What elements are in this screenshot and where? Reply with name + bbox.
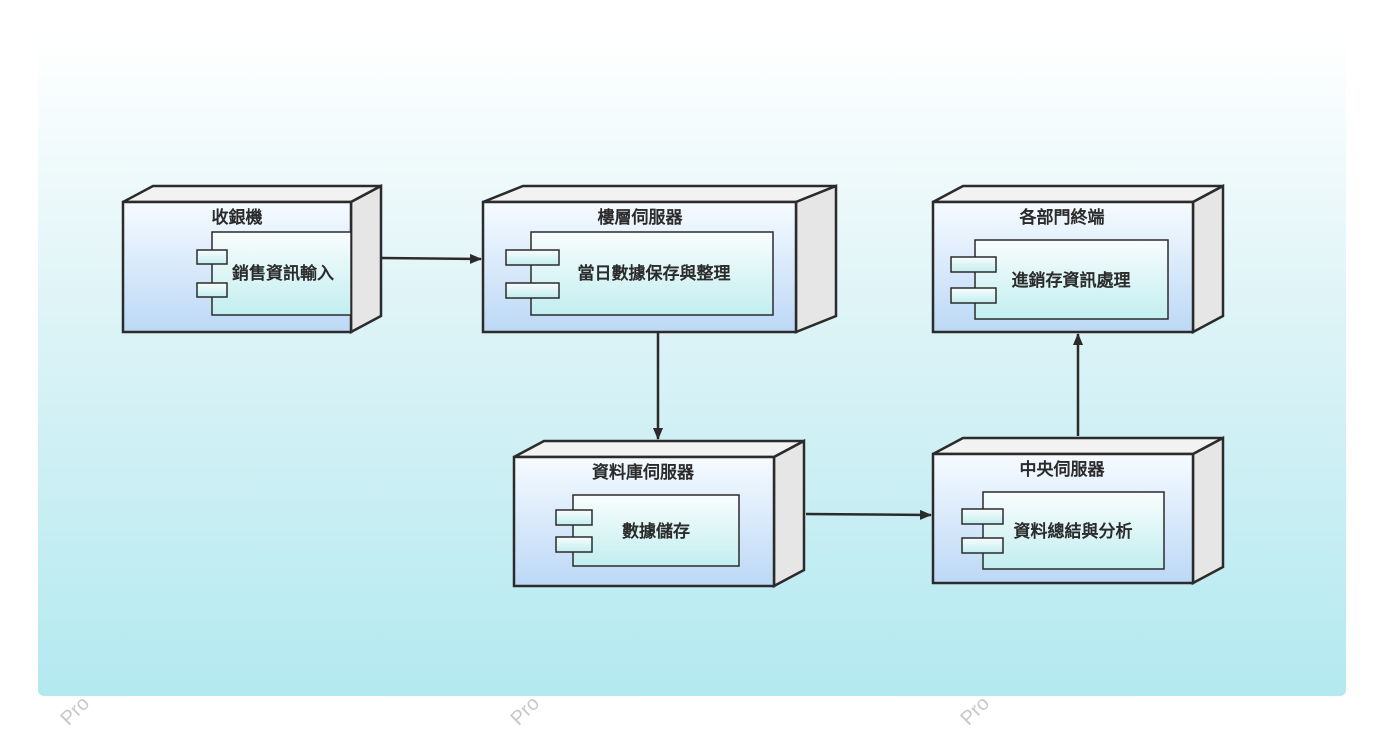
component-daily-data-storage[interactable]: 當日數據保存與整理 (505, 231, 774, 316)
component-box (572, 494, 740, 567)
node-top-face (482, 184, 837, 204)
component-sales-input[interactable]: 銷售資訊輸入 (196, 231, 352, 316)
node-floor-server[interactable]: 樓層伺服器 當日數據保存與整理 (481, 184, 838, 334)
node-top-face (932, 436, 1224, 456)
node-title: 樓層伺服器 (598, 207, 684, 228)
node-side-face (1191, 183, 1225, 335)
node-side-face (794, 184, 838, 334)
component-port-icon (505, 249, 560, 266)
component-port-icon (196, 282, 228, 298)
node-database-server[interactable]: 資料庫伺服器 數據儲存 (512, 438, 806, 589)
component-label: 當日數據保存與整理 (578, 263, 731, 284)
node-top-face (932, 184, 1224, 204)
component-box (974, 239, 1169, 320)
component-port-icon (961, 508, 1004, 525)
component-port-icon (950, 256, 997, 273)
component-port-icon (950, 287, 997, 304)
node-title: 收銀機 (212, 207, 263, 228)
component-port-icon (196, 249, 228, 265)
node-title: 資料庫伺服器 (592, 462, 695, 483)
connections (381, 253, 1083, 520)
component-data-analysis[interactable]: 資料總結與分析 (961, 491, 1165, 570)
node-title: 各部門終端 (1019, 207, 1105, 228)
component-label: 資料總結與分析 (1014, 521, 1133, 542)
component-port-icon (961, 537, 1004, 554)
connector-cashier-to-floor-server[interactable] (381, 253, 482, 264)
node-top-face (122, 184, 382, 204)
component-label: 進銷存資訊處理 (1012, 270, 1131, 291)
component-port-icon (505, 282, 560, 299)
component-box (530, 231, 774, 316)
node-side-face (772, 438, 806, 589)
node-side-face (349, 183, 383, 335)
node-top-face (513, 439, 805, 459)
component-label: 銷售資訊輸入 (232, 263, 334, 284)
connector-database-server-to-central-server[interactable] (805, 509, 932, 520)
node-central-server[interactable]: 中央伺服器 資料總結與分析 (931, 435, 1225, 586)
component-box (982, 491, 1165, 570)
component-port-icon (555, 509, 593, 526)
component-data-store[interactable]: 數據儲存 (555, 494, 740, 567)
component-box (211, 231, 352, 316)
node-department-terminal[interactable]: 各部門終端 進銷存資訊處理 (931, 183, 1225, 335)
node-title: 中央伺服器 (1020, 459, 1106, 480)
component-port-icon (555, 536, 593, 553)
component-label: 數據儲存 (622, 521, 690, 542)
node-cashier[interactable]: 收銀機 銷售資訊輸入 (121, 183, 383, 335)
component-inventory-processing[interactable]: 進銷存資訊處理 (950, 239, 1169, 320)
node-side-face (1191, 435, 1225, 586)
